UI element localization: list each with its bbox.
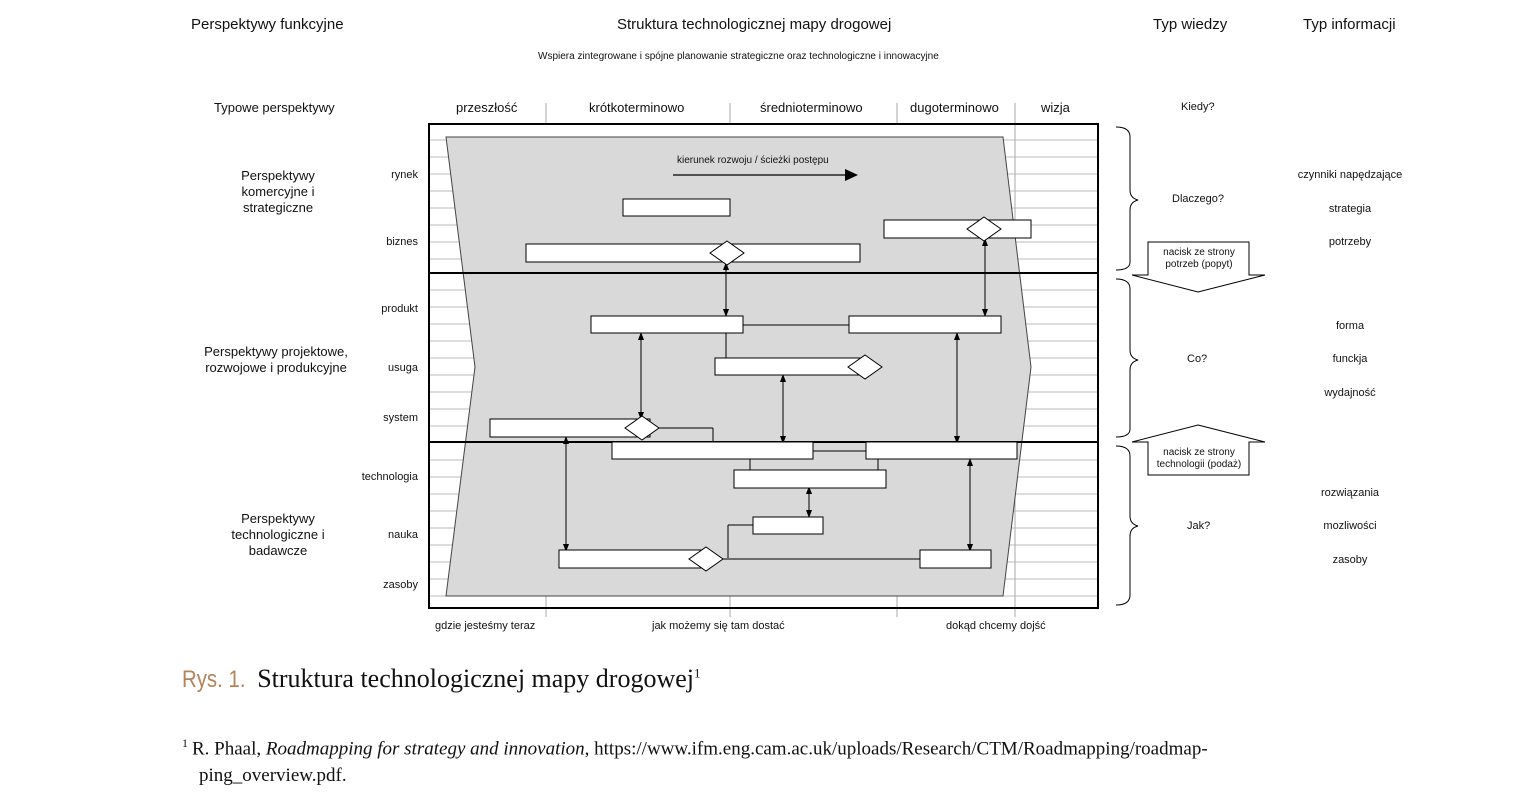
info-drivers: czynniki napędzające (1297, 169, 1403, 181)
bottom-label-where: dokąd chcemy dojść (946, 620, 1046, 632)
group-label-product: Perspektywy projektowe, rozwojowe i prod… (204, 344, 348, 375)
info-needs: potrzeby (1328, 236, 1372, 248)
demand-push-label: nacisk ze strony potrzeb (popyt) (1163, 247, 1235, 270)
info-solutions: rozwiązania (1320, 487, 1380, 499)
info-form: forma (1335, 320, 1365, 332)
bottom-label-how: jak możemy się tam dostać (652, 620, 785, 632)
bottom-label-now: gdzie jesteśmy teraz (435, 620, 536, 632)
caption-prefix: Rys. 1. (182, 666, 246, 693)
time-col-short: krótkoterminowo (589, 100, 685, 115)
time-col-long: dugoterminowo (910, 100, 999, 115)
direction-arrow-head (845, 169, 858, 181)
caption-text: Struktura technologicznej mapy drogowej (257, 664, 695, 693)
subtitle: Wspiera zintegrowane i spójne planowanie… (538, 51, 939, 62)
footnote-url-continued[interactable]: ping_overview.pdf. (199, 765, 347, 787)
row-label-technologia: technologia (361, 471, 418, 483)
info-capabilities: mozliwości (1323, 520, 1377, 532)
footnote-mark: 1 (182, 736, 188, 750)
footnote-author: R. Phaal, (192, 738, 266, 760)
row-label-nauka: nauka (388, 529, 418, 541)
time-col-past: przeszłość (456, 100, 518, 115)
row-label-rynek: rynek (391, 169, 418, 181)
header-roadmap-structure: Struktura technologicznej mapy drogowej (617, 16, 892, 33)
typical-perspectives-label: Typowe perspektywy (214, 100, 335, 115)
time-col-mid: średnioterminowo (760, 100, 863, 115)
knowledge-what: Co? (1187, 353, 1208, 365)
link-arrows (563, 238, 988, 552)
row-label-biznes: biznes (386, 236, 418, 248)
milestone-diamonds (624, 216, 1002, 572)
group-label-technology: Perspektywy technologiczne i badawcze (231, 511, 325, 558)
row-label-zasoby: zasoby (383, 579, 418, 591)
connector-lines (658, 324, 920, 560)
row-label-usuga: usuga (388, 362, 418, 374)
caption-footnote-mark: 1 (694, 665, 701, 681)
knowledge-braces (1115, 126, 1139, 606)
info-function: funckja (1332, 353, 1368, 365)
knowledge-when: Kiedy? (1181, 101, 1215, 113)
time-col-vision: wizja (1041, 100, 1070, 115)
row-label-system: system (383, 412, 418, 424)
knowledge-why: Dlaczego? (1172, 193, 1224, 205)
knowledge-how: Jak? (1187, 520, 1211, 532)
activity-bars (489, 198, 1032, 569)
header-information-type: Typ informacji (1303, 16, 1396, 33)
row-label-produkt: produkt (381, 303, 418, 315)
roadmap-frame (428, 123, 1099, 609)
group-label-commercial: Perspektywy komercyjne i strategiczne (241, 168, 315, 215)
direction-label: kierunek rozwoju / ścieżki postępu (677, 155, 829, 166)
footnote-url[interactable]: , https://www.ifm.eng.cam.ac.uk/uploads/… (584, 738, 1208, 760)
supply-push-arrow (1131, 424, 1266, 476)
info-strategy: strategia (1328, 203, 1372, 215)
header-functional-perspectives: Perspektywy funkcyjne (191, 16, 344, 33)
info-performance: wydajność (1324, 387, 1376, 399)
supply-push-label: nacisk ze strony technologii (podaż) (1156, 447, 1242, 470)
footnote-title: Roadmapping for strategy and innovation (265, 738, 585, 760)
figure-caption: Rys. 1. Struktura technologicznej mapy d… (182, 664, 701, 694)
info-resources: zasoby (1332, 554, 1368, 566)
header-knowledge-type: Typ wiedzy (1153, 16, 1228, 33)
footnote: 1 R. Phaal, Roadmapping for strategy and … (182, 730, 1412, 789)
demand-push-arrow (1131, 241, 1266, 293)
